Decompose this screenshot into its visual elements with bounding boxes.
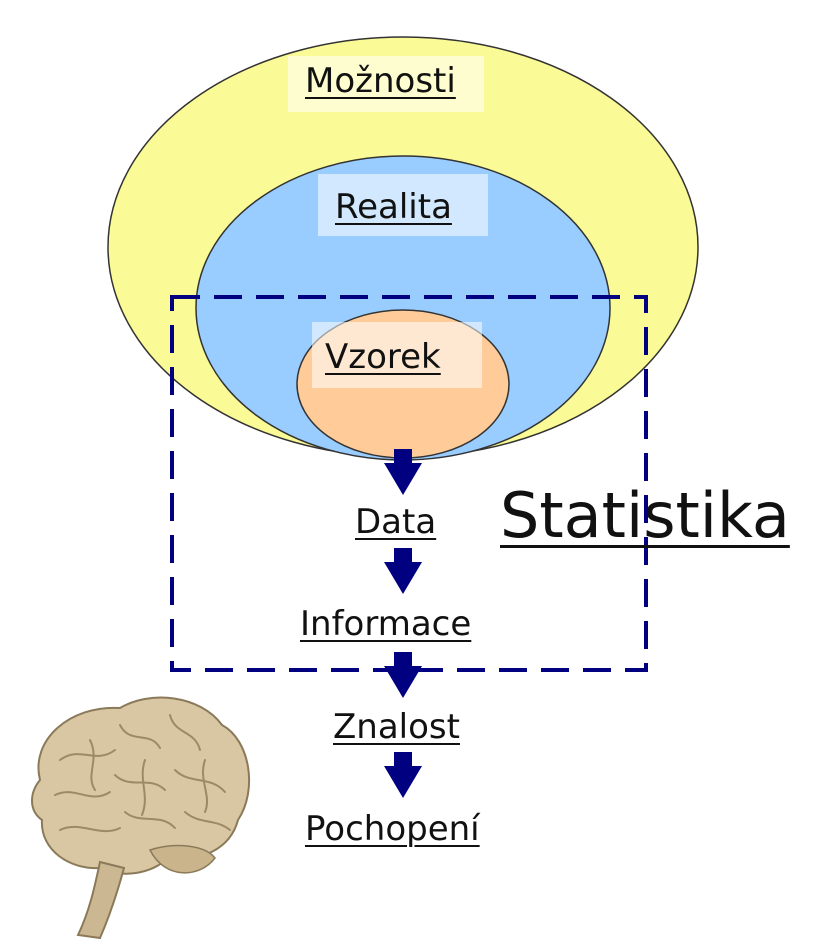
- understanding-label: Pochopení: [305, 809, 480, 849]
- arrow-information-to-knowledge: [384, 652, 422, 698]
- knowledge-label: Znalost: [333, 707, 460, 747]
- possibilities-label: Možnosti: [305, 61, 456, 101]
- arrow-sample-to-data: [384, 449, 422, 495]
- statistics-dashed-frame: [170, 295, 648, 672]
- information-label: Informace: [300, 604, 472, 644]
- sample-label-bg: [312, 322, 482, 388]
- reality-label-bg: [318, 174, 488, 236]
- possibilities-label-bg: [288, 56, 484, 112]
- reality-label: Realita: [335, 187, 452, 227]
- statistics-label: Statistika: [500, 479, 790, 552]
- brain-illustration: [31, 696, 251, 940]
- arrow-knowledge-to-understanding: [384, 752, 422, 798]
- data-label: Data: [355, 502, 437, 542]
- arrow-data-to-information: [384, 548, 422, 594]
- sample-label: Vzorek: [325, 337, 441, 377]
